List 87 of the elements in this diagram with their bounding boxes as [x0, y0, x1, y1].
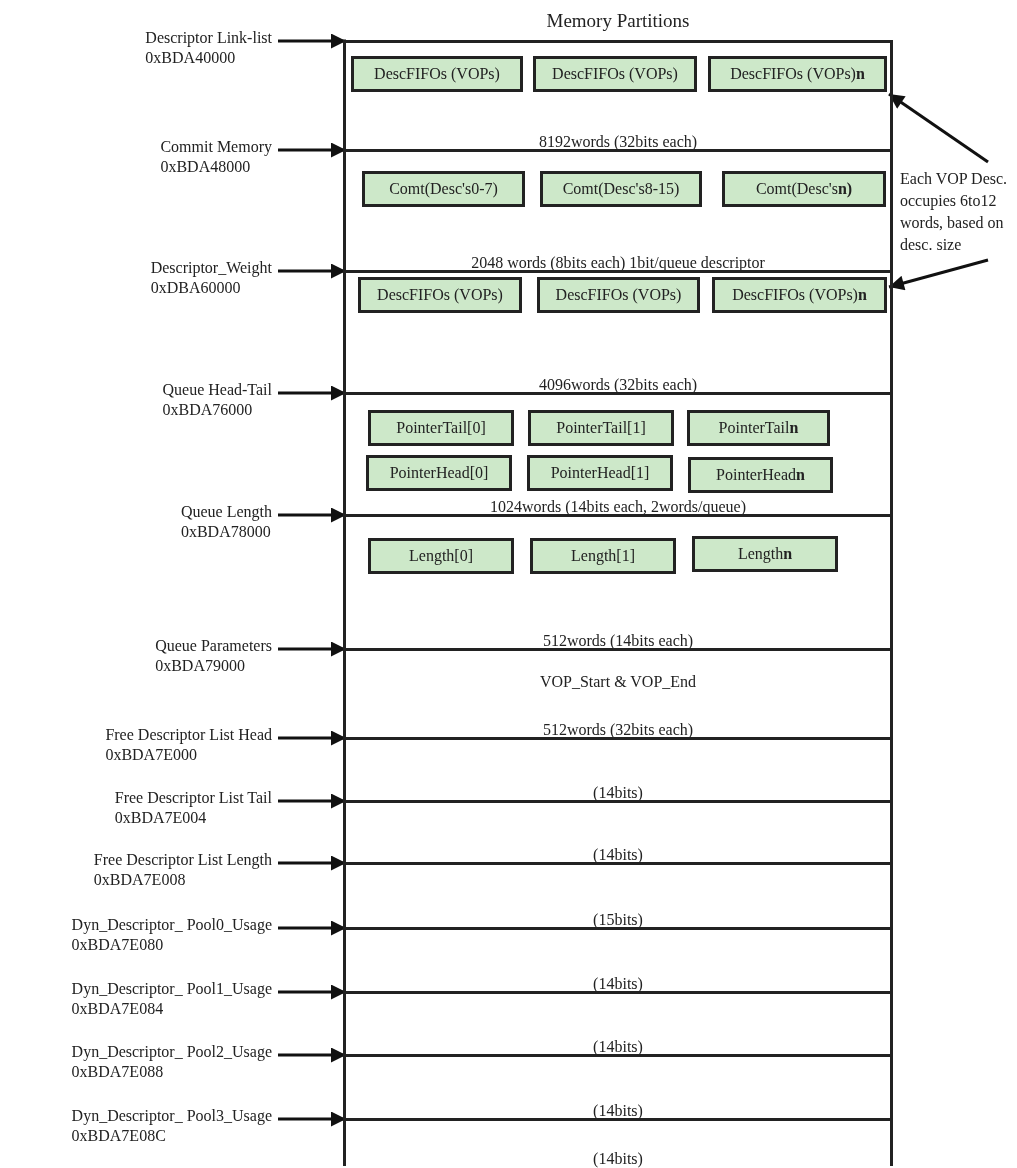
arrow: [278, 263, 346, 279]
address-label: 0xBDA79000: [155, 656, 245, 676]
memory-entry-box: Length[0]: [368, 538, 514, 574]
address-label: 0xBDA7E084: [71, 999, 164, 1019]
memory-entry-box: Comt(Desc's0-7): [362, 171, 525, 207]
address-label: 0xDBA60000: [150, 278, 241, 298]
size-label: 4096words (32bits each): [537, 376, 699, 394]
memory-entry-box: PointerTail[1]: [528, 410, 674, 446]
memory-entry-box: PointerHeadn: [688, 457, 833, 493]
memory-entry-box: DescFIFOs (VOPs)n: [712, 277, 887, 313]
size-label: (14bits): [592, 1038, 644, 1056]
memory-entry-box: PointerHead[1]: [527, 455, 673, 491]
arrow: [278, 793, 346, 809]
partition-name: Dyn_Descriptor_ Pool1_Usage: [71, 979, 272, 999]
arrow: [278, 142, 346, 158]
address-label: 0xBDA7E08C: [71, 1126, 166, 1146]
arrow: [278, 385, 346, 401]
memory-entry-box: PointerTail[0]: [368, 410, 514, 446]
memory-entry-box: DescFIFOs (VOPs): [358, 277, 522, 313]
address-label: 0xBDA78000: [180, 522, 271, 542]
partition-name: Dyn_Descriptor_ Pool2_Usage: [71, 1042, 272, 1062]
memory-entry-box: DescFIFOs (VOPs): [533, 56, 697, 92]
partition-name: Commit Memory: [160, 137, 272, 157]
partition-content-label: VOP_Start & VOP_End: [538, 673, 698, 691]
memory-entry-box: DescFIFOs (VOPs): [351, 56, 523, 92]
size-label: (14bits): [592, 1102, 644, 1120]
memory-partition: [346, 800, 890, 865]
memory-partition: [346, 149, 890, 273]
partition-name: Free Descriptor List Head: [105, 725, 272, 745]
memory-entry-box: PointerHead[0]: [366, 455, 512, 491]
size-label: (15bits): [592, 911, 644, 929]
partition-name: Queue Parameters: [155, 636, 272, 656]
arrow: [278, 33, 346, 49]
note-text: Each VOP Desc. occupies 6to12 words, based on desc. size: [900, 168, 1015, 256]
partition-name: Queue Head-Tail: [162, 380, 272, 400]
memory-partition: [346, 392, 890, 517]
partition-name: Free Descriptor List Tail: [114, 788, 272, 808]
size-label: 8192words (32bits each): [537, 133, 699, 151]
size-label: (14bits): [592, 784, 644, 802]
size-label: 2048 words (8bits each) 1bit/queue descriptor: [470, 254, 766, 272]
arrow: [278, 730, 346, 746]
arrow: [888, 258, 989, 291]
address-label: 0xBDA48000: [160, 157, 251, 177]
address-label: 0xBDA40000: [145, 48, 236, 68]
address-label: 0xBDA7E000: [105, 745, 197, 765]
arrow: [278, 984, 346, 1000]
memory-partition: [346, 648, 890, 740]
arrow: [278, 920, 346, 936]
memory-entry-box: Length[1]: [530, 538, 676, 574]
memory-partition: [346, 862, 890, 930]
size-label: (14bits): [592, 1150, 644, 1168]
memory-partition: [346, 737, 890, 803]
arrow: [888, 92, 989, 164]
partition-name: Queue Length: [180, 502, 272, 522]
size-label: (14bits): [592, 846, 644, 864]
memory-partition: [346, 1054, 890, 1121]
partition-name: Free Descriptor List Length: [93, 850, 272, 870]
partition-name: Dyn_Descriptor_ Pool0_Usage: [71, 915, 272, 935]
memory-partition: [346, 1118, 890, 1168]
arrow: [278, 1047, 346, 1063]
memory-entry-box: Comt(Desc's8-15): [540, 171, 702, 207]
size-label: (14bits): [592, 975, 644, 993]
partition-name: Descriptor_Weight: [150, 258, 272, 278]
memory-entry-box: DescFIFOs (VOPs)n: [708, 56, 887, 92]
size-label: 512words (32bits each): [541, 721, 695, 739]
size-label: 1024words (14bits each, 2words/queue): [489, 498, 747, 516]
memory-partition: [346, 927, 890, 994]
address-label: 0xBDA7E004: [114, 808, 207, 828]
memory-entry-box: PointerTailn: [687, 410, 830, 446]
address-label: 0xBDA7E088: [71, 1062, 164, 1082]
arrow: [278, 507, 346, 523]
memory-partition: [346, 991, 890, 1057]
memory-partition: [346, 514, 890, 651]
partition-name: Dyn_Descriptor_ Pool3_Usage: [71, 1106, 272, 1126]
arrow: [278, 641, 346, 657]
size-label: 512words (14bits each): [541, 632, 695, 650]
partition-name: Descriptor Link-list: [145, 28, 272, 48]
memory-entry-box: Comt(Desc'sn): [722, 171, 886, 207]
address-label: 0xBDA76000: [162, 400, 253, 420]
address-label: 0xBDA7E080: [71, 935, 164, 955]
arrow: [278, 1111, 346, 1127]
memory-partition: [346, 270, 890, 395]
address-label: 0xBDA7E008: [93, 870, 186, 890]
arrow: [278, 855, 346, 871]
memory-partitions-title: Memory Partitions: [545, 10, 691, 32]
memory-entry-box: Lengthn: [692, 536, 838, 572]
memory-entry-box: DescFIFOs (VOPs): [537, 277, 700, 313]
